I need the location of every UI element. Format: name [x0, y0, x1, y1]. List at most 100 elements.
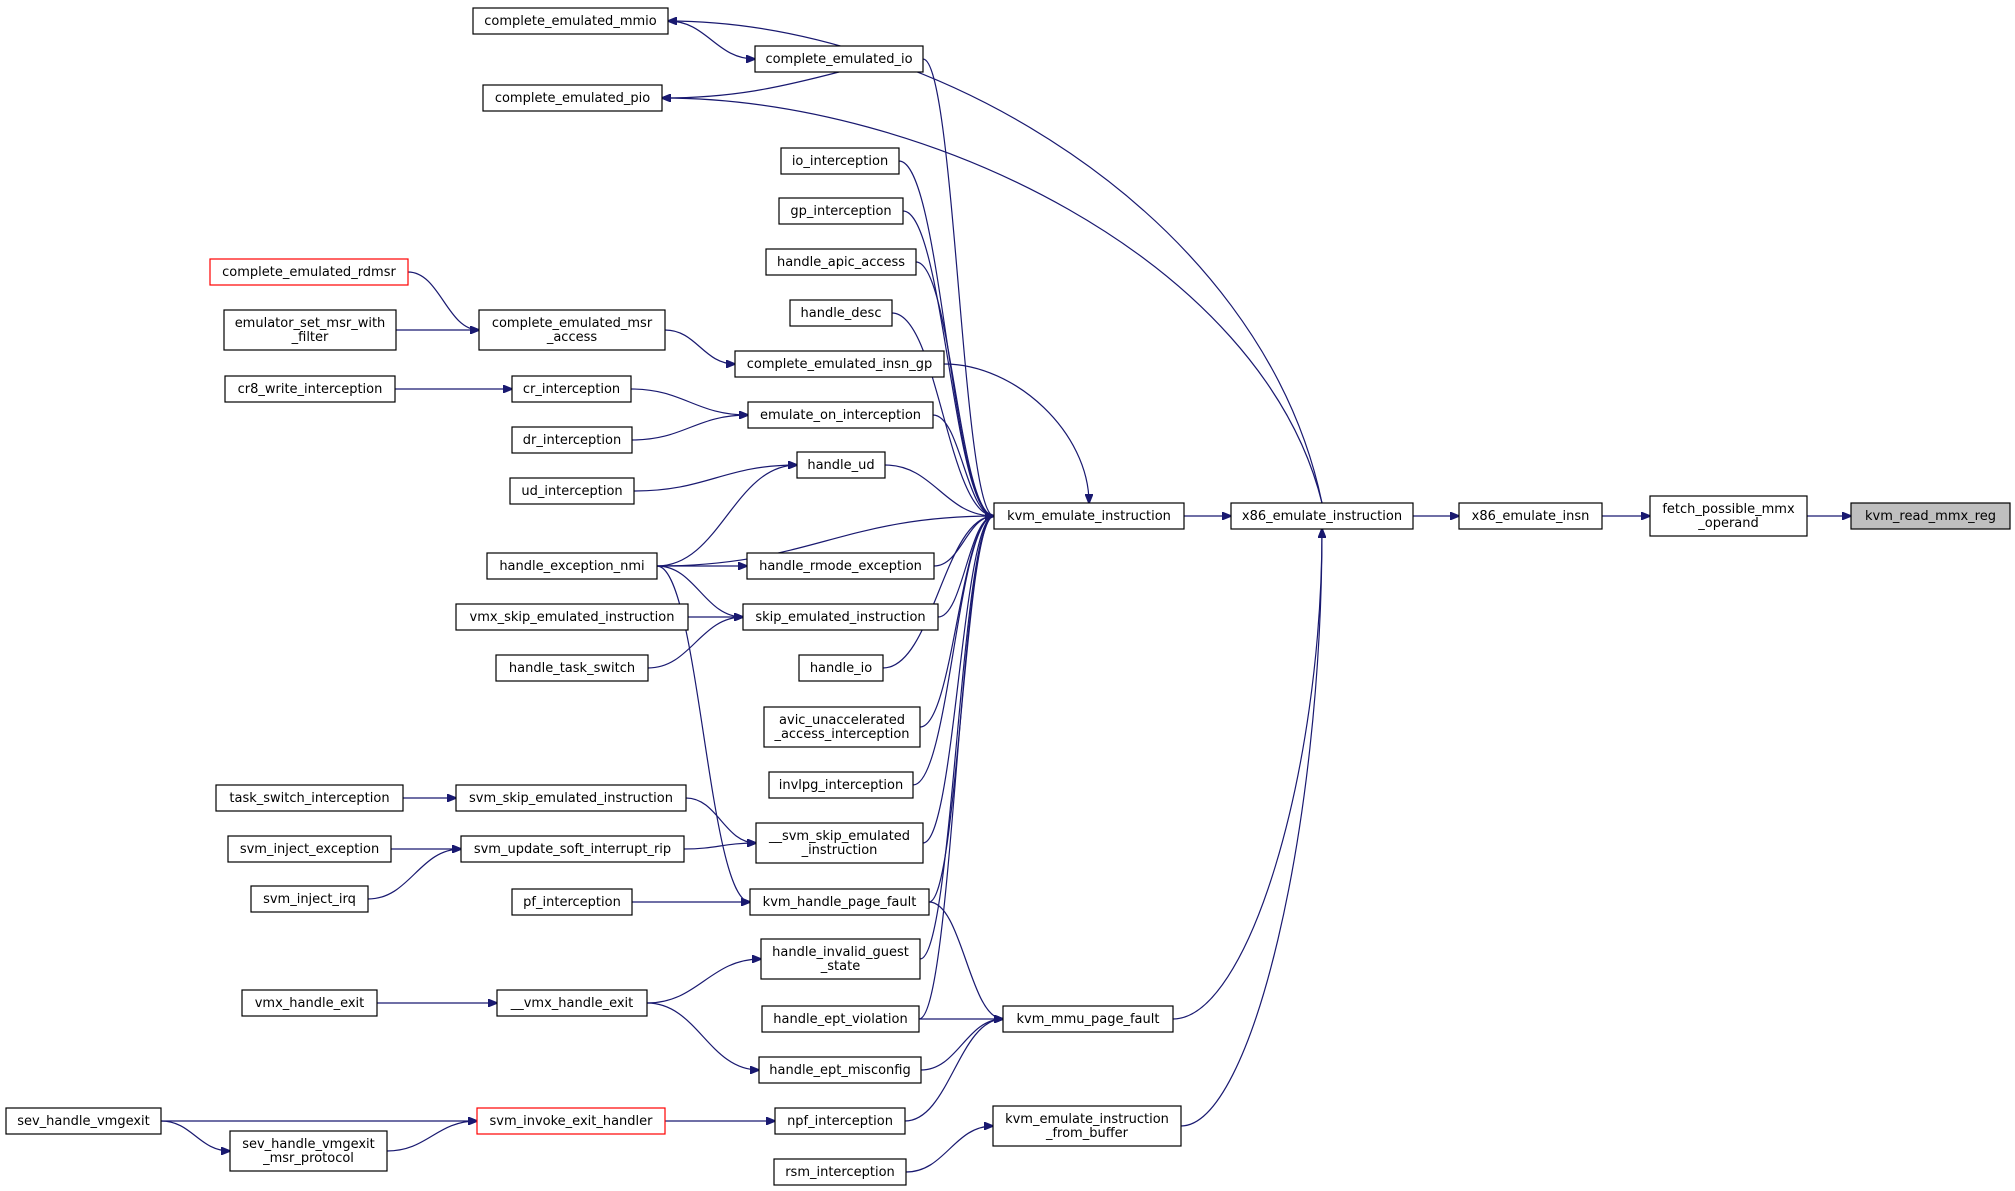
node-complete-emulated-io[interactable]: complete_emulated_io [754, 45, 924, 73]
node-handle-task-switch[interactable]: handle_task_switch [495, 654, 649, 682]
node-handle-apic-access[interactable]: handle_apic_access [765, 248, 917, 276]
node-box [773, 1158, 907, 1186]
node-kvm-emulate-instruction-from-buffer[interactable]: kvm_emulate_instruction_from_buffer [992, 1105, 1182, 1147]
node-svm-inject-exception[interactable]: svm_inject_exception [227, 835, 392, 863]
node-sev-handle-vmgexit-msr-protocol[interactable]: sev_handle_vmgexit_msr_protocol [229, 1130, 388, 1172]
node-cr-interception[interactable]: cr_interception [511, 375, 632, 403]
node-complete-emulated-mmio[interactable]: complete_emulated_mmio [472, 7, 669, 35]
node-x86-emulate-insn[interactable]: x86_emulate_insn [1458, 502, 1603, 530]
node-label: kvm_mmu_page_fault [1017, 1012, 1160, 1027]
node-emulate-on-interception[interactable]: emulate_on_interception [747, 401, 934, 429]
node-svm-invoke-exit-handler[interactable]: svm_invoke_exit_handler [476, 1107, 666, 1135]
node-kvm-handle-page-fault[interactable]: kvm_handle_page_fault [749, 888, 930, 916]
node-npf-interception[interactable]: npf_interception [774, 1107, 906, 1135]
node-label: _instruction [801, 843, 878, 858]
node-label: complete_emulated_mmio [484, 14, 656, 29]
node-label: complete_emulated_msr [492, 316, 653, 331]
node-box [224, 375, 396, 403]
node-label: invlpg_interception [779, 778, 903, 793]
edge-npf-interception-to-kvm-mmu-page-fault [904, 1019, 1003, 1122]
node-box [496, 989, 648, 1017]
node-box [227, 835, 392, 863]
edge-handle-ud-to-kvm-emulate-instruction [884, 464, 994, 516]
node-box [746, 552, 935, 580]
node-vmx-handle-exit[interactable]: vmx_handle_exit [241, 989, 378, 1017]
node-label: handle_rmode_exception [759, 559, 922, 574]
edge-complete-emulated-rdmsr-to-complete-emulated-msr-access [407, 271, 479, 330]
node-handle-io[interactable]: handle_io [798, 654, 884, 682]
node-io-interception[interactable]: io_interception [780, 147, 900, 175]
node-kvm-mmu-page-fault[interactable]: kvm_mmu_page_fault [1002, 1005, 1174, 1033]
node-gp-interception[interactable]: gp_interception [778, 197, 904, 225]
node-complete-emulated-pio[interactable]: complete_emulated_pio [482, 84, 663, 112]
edge-handle-exception-nmi-to-kvm-handle-page-fault [656, 565, 750, 902]
node-avic-unaccelerated-access-interception[interactable]: avic_unaccelerated_access_interception [763, 706, 921, 748]
node-svm-skip-emulated-instruction[interactable]: svm_skip_emulated_instruction [455, 784, 687, 812]
node-label: _filter [291, 330, 329, 345]
node-box [1230, 502, 1414, 530]
node-rsm-interception[interactable]: rsm_interception [773, 1158, 907, 1186]
node-handle-desc[interactable]: handle_desc [789, 299, 893, 327]
node-pf-interception[interactable]: pf_interception [511, 888, 633, 916]
node-kvm-read-mmx-reg[interactable]: kvm_read_mmx_reg [1850, 502, 2011, 530]
node-vmx-handle-exit[interactable]: __vmx_handle_exit [496, 989, 648, 1017]
node-label: gp_interception [790, 204, 891, 219]
node-task-switch-interception[interactable]: task_switch_interception [215, 784, 404, 812]
node-handle-ept-violation[interactable]: handle_ept_violation [761, 1005, 920, 1033]
node-svm-skip-emulated-instruction[interactable]: __svm_skip_emulated_instruction [755, 822, 924, 864]
node-box [754, 45, 924, 73]
node-handle-exception-nmi[interactable]: handle_exception_nmi [486, 552, 658, 580]
node-complete-emulated-rdmsr[interactable]: complete_emulated_rdmsr [209, 258, 409, 286]
node-label: handle_exception_nmi [499, 559, 644, 574]
node-box [455, 603, 689, 631]
edge-svm-skip-emulated-instruction-to-kvm-emulate-instruction [922, 516, 994, 844]
node-label: complete_emulated_rdmsr [222, 265, 396, 280]
node-svm-inject-irq[interactable]: svm_inject_irq [250, 885, 369, 913]
node-complete-emulated-insn-gp[interactable]: complete_emulated_insn_gp [734, 350, 945, 378]
node-handle-ept-misconfig[interactable]: handle_ept_misconfig [758, 1056, 922, 1084]
node-cr8-write-interception[interactable]: cr8_write_interception [224, 375, 396, 403]
node-label: handle_desc [801, 306, 882, 321]
node-vmx-skip-emulated-instruction[interactable]: vmx_skip_emulated_instruction [455, 603, 689, 631]
node-x86-emulate-instruction[interactable]: x86_emulate_instruction [1230, 502, 1414, 530]
edge-handle-rmode-exception-to-kvm-emulate-instruction [933, 516, 994, 567]
node-label: kvm_emulate_instruction [1005, 1112, 1169, 1127]
node-box [1649, 495, 1808, 537]
edge-handle-desc-to-kvm-emulate-instruction [891, 312, 994, 516]
node-label: complete_emulated_insn_gp [747, 357, 932, 372]
node-ud-interception[interactable]: ud_interception [509, 477, 635, 505]
node-box [509, 477, 635, 505]
node-skip-emulated-instruction[interactable]: skip_emulated_instruction [742, 603, 939, 631]
node-label: avic_unaccelerated [779, 713, 905, 728]
edge-complete-emulated-msr-access-to-complete-emulated-insn-gp [664, 329, 735, 364]
node-kvm-emulate-instruction[interactable]: kvm_emulate_instruction [993, 502, 1185, 530]
node-label: vmx_skip_emulated_instruction [470, 610, 675, 625]
node-box [209, 258, 409, 286]
node-box [742, 603, 939, 631]
node-dr-interception[interactable]: dr_interception [511, 426, 633, 454]
node-label: emulator_set_msr_with [235, 316, 386, 331]
node-handle-rmode-exception[interactable]: handle_rmode_exception [746, 552, 935, 580]
node-box [511, 888, 633, 916]
edge-complete-emulated-io-to-kvm-emulate-instruction [922, 58, 994, 516]
node-invlpg-interception[interactable]: invlpg_interception [768, 771, 914, 799]
edge-sev-handle-vmgexit-msr-protocol-to-svm-invoke-exit-handler [386, 1121, 477, 1152]
node-label: cr8_write_interception [238, 382, 383, 397]
node-label: handle_ept_misconfig [769, 1063, 910, 1078]
node-label: complete_emulated_io [765, 52, 912, 67]
node-handle-ud[interactable]: handle_ud [796, 451, 886, 479]
edges-layer [160, 21, 1851, 1173]
node-fetch-possible-mmx-operand[interactable]: fetch_possible_mmx_operand [1649, 495, 1808, 537]
node-box [229, 1130, 388, 1172]
edge-vmx-handle-exit-to-handle-ept-misconfig [646, 1002, 759, 1070]
node-handle-invalid-guest-state[interactable]: handle_invalid_guest_state [760, 938, 921, 980]
edge-kvm-emulate-instruction-from-buffer-to-x86-emulate-instruction [1180, 529, 1322, 1127]
node-label: svm_update_soft_interrupt_rip [474, 842, 671, 857]
node-emulator-set-msr-with-filter[interactable]: emulator_set_msr_with_filter [223, 309, 397, 351]
edge-handle-io-to-kvm-emulate-instruction [882, 516, 994, 669]
node-complete-emulated-msr-access[interactable]: complete_emulated_msr_access [478, 309, 666, 351]
node-svm-update-soft-interrupt-rip[interactable]: svm_update_soft_interrupt_rip [460, 835, 685, 863]
node-sev-handle-vmgexit[interactable]: sev_handle_vmgexit [5, 1107, 162, 1135]
node-box [763, 706, 921, 748]
node-box [774, 1107, 906, 1135]
